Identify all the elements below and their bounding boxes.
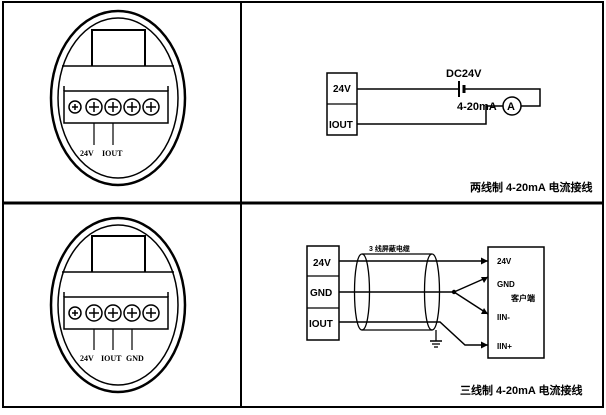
cable-conductors xyxy=(339,260,489,346)
panel-grid xyxy=(2,1,604,408)
caption-two-wire: 两线制 4-20mA 电流接线 xyxy=(470,180,592,194)
supply-label: DC24V xyxy=(446,68,482,80)
shielded-cable xyxy=(353,253,442,348)
device-face-three-wire xyxy=(49,216,187,394)
terminal-label-24v: 24V xyxy=(80,354,94,363)
terminal-screws xyxy=(68,98,160,116)
left-box-label-24v: 24V xyxy=(313,258,331,269)
client-label: 客户端 xyxy=(510,293,535,303)
meter-label: 4-20mA xyxy=(457,101,497,113)
caption-three-wire: 三线制 4-20mA 电流接线 xyxy=(460,383,582,397)
device-face-two-wire xyxy=(49,9,187,187)
right-box-label-gnd: GND xyxy=(497,280,515,289)
right-box-label-24v: 24V xyxy=(497,257,512,266)
right-box-label-iin-minus: IIN- xyxy=(497,313,510,322)
terminal-label-iout: IOUT xyxy=(102,149,123,158)
right-box-label-iin-plus: IIN+ xyxy=(497,342,512,351)
two-wire-schematic xyxy=(326,72,541,136)
left-box-label-iout: IOUT xyxy=(309,319,333,330)
terminal-leads xyxy=(93,329,133,350)
box-label-24v: 24V xyxy=(333,84,351,95)
terminal-screws xyxy=(68,304,160,322)
box-label-iout: IOUT xyxy=(329,120,353,131)
left-box-label-gnd: GND xyxy=(310,288,332,299)
cable-label: 3 线屏蔽电缆 xyxy=(369,244,410,253)
three-wire-schematic xyxy=(306,245,545,359)
terminal-leads xyxy=(93,123,114,145)
conductor-arrows xyxy=(481,257,488,349)
terminal-label-gnd: GND xyxy=(126,354,144,363)
terminal-label-iout: IOUT xyxy=(101,354,122,363)
ammeter-symbol: A xyxy=(507,101,515,113)
terminal-label-24v: 24V xyxy=(80,149,94,158)
